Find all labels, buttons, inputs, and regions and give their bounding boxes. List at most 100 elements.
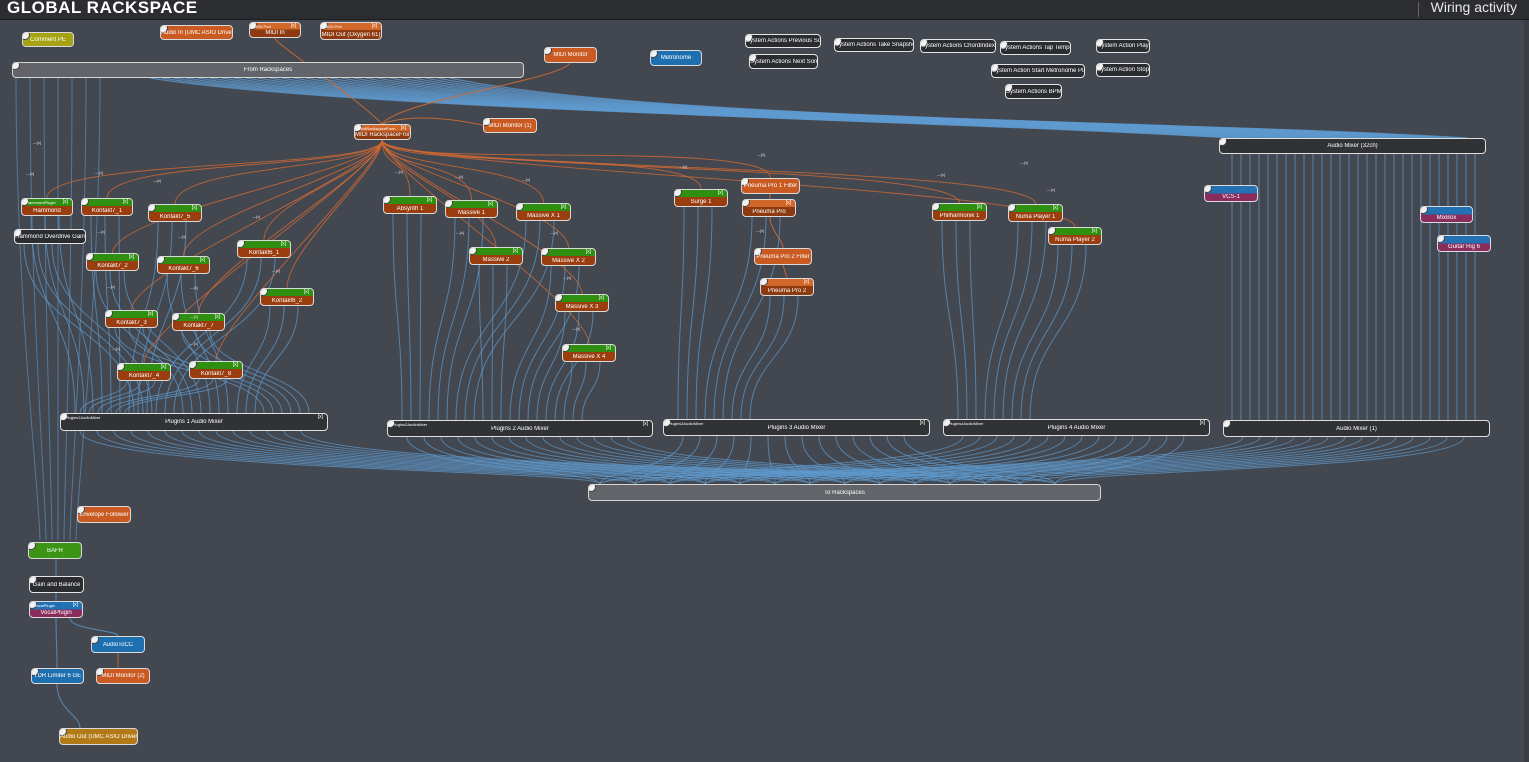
audio-out-block[interactable]: Audio Out (UMC ASIO Driver) xyxy=(59,728,138,745)
block-bypass-icon[interactable]: [x] xyxy=(1052,205,1058,211)
pneuma-pro-block[interactable]: [x]Pneuma Pro xyxy=(742,199,796,217)
audio-mixer-32-block[interactable]: Audio Mixer (32ch) xyxy=(1219,138,1486,154)
block-bypass-icon[interactable]: [x] xyxy=(317,414,323,420)
midi-in-block[interactable]: MIDI Port[x]MIDI In xyxy=(249,22,301,38)
surge-block[interactable]: [x]Surge 1 xyxy=(674,189,728,207)
block-bypass-icon[interactable]: [x] xyxy=(785,200,791,206)
block-bypass-icon[interactable]: [x] xyxy=(605,345,611,351)
block-bypass-icon[interactable]: [x] xyxy=(160,364,166,370)
block-bypass-icon[interactable]: [x] xyxy=(598,295,604,301)
numa-2-block[interactable]: [x]Numa Player 2 xyxy=(1048,227,1102,245)
block-bypass-icon[interactable]: [x] xyxy=(919,420,925,426)
midi-monitor-block[interactable]: MIDI Monitor xyxy=(544,47,597,63)
midi-monitor-1-block[interactable]: MIDI Monitor (1) xyxy=(483,118,537,133)
guitar-rig-block[interactable]: Guitar Rig 6 xyxy=(1437,235,1491,252)
block-bypass-icon[interactable]: [x] xyxy=(199,257,205,263)
pneuma-pro-2-block[interactable]: [x]Pneuma Pro 2 xyxy=(760,278,814,296)
p2-mixer-block[interactable]: Plugins2AudioMixer[x]Plugins 2 Audio Mix… xyxy=(387,420,653,437)
block-bypass-icon[interactable]: [x] xyxy=(1091,228,1097,234)
block-bypass-icon[interactable]: [x] xyxy=(214,314,220,320)
wiring-activity-label: Wiring activity xyxy=(1430,0,1517,15)
to-rackspaces-block[interactable]: To Rackspaces xyxy=(588,484,1101,501)
audio-wire xyxy=(784,435,811,485)
block-bypass-icon[interactable]: [x] xyxy=(642,421,648,427)
sys-tap-block[interactable]: System Actions Tap Tempo xyxy=(1000,41,1071,55)
massive-x1-block[interactable]: [x]Massive X 1 xyxy=(516,203,571,221)
numa-1-block[interactable]: [x]Numa Player 1 xyxy=(1008,204,1063,222)
absynth-block[interactable]: [x]Absynth 1 xyxy=(383,196,437,214)
vcs-block[interactable]: VCS-1 xyxy=(1204,185,1258,202)
massive-x4-block[interactable]: [x]Massive X 4 xyxy=(562,344,616,362)
block-bypass-icon[interactable]: [x] xyxy=(426,197,432,203)
k7-2-block[interactable]: [x]Kontakt7_2 xyxy=(86,253,139,271)
block-bypass-icon[interactable]: [x] xyxy=(1199,420,1205,426)
mixbox-block[interactable]: MixBox xyxy=(1420,206,1473,223)
from-rackspaces-block[interactable]: From Rackspaces xyxy=(12,62,524,78)
sys-bpm-block[interactable]: System Actions BPM xyxy=(1005,84,1062,99)
block-bypass-icon[interactable]: [x] xyxy=(400,125,406,131)
sys-stop-block[interactable]: System Action Stop xyxy=(1096,63,1150,77)
philharmonik-block[interactable]: [x]Philharmonik 1 xyxy=(932,203,987,221)
k6-2-block[interactable]: [x]Kontakt6_2 xyxy=(260,288,314,306)
block-bypass-icon[interactable]: [x] xyxy=(128,254,134,260)
p3-mixer-block[interactable]: Plugins3AudioMixer[x]Plugins 3 Audio Mix… xyxy=(663,419,930,436)
tdr-block[interactable]: TDR Limiter 6 GE xyxy=(31,668,84,684)
p1-mixer-block[interactable]: Plugins1AudioMixer[x]Plugins 1 Audio Mix… xyxy=(60,413,328,431)
sys-metro-block[interactable]: System Action Start Metronome Play xyxy=(991,64,1085,78)
k7-5-block[interactable]: [x]Kontakt7_5 xyxy=(148,204,202,222)
vocal-block[interactable]: VocalPlugin[x]VocalPlugin xyxy=(29,601,83,618)
k7-6-block[interactable]: [x]Kontakt7_6 xyxy=(157,256,210,274)
envelope-block[interactable]: Envelope Follower xyxy=(77,506,131,523)
k7-1-block[interactable]: [x]Kontakt7_1 xyxy=(81,198,133,216)
pneuma-filter-2-block[interactable]: Pneuma Pro 2 Filter xyxy=(754,248,812,265)
k7-3-block[interactable]: [x]Kontakt7_3 xyxy=(105,310,158,328)
p4-mixer-block[interactable]: Plugins4AudioMixer[x]Plugins 4 Audio Mix… xyxy=(943,419,1210,436)
k6-1-block[interactable]: [x]Kontakt6_1 xyxy=(237,240,291,258)
bafr-block[interactable]: BAFR xyxy=(28,542,82,559)
block-bypass-icon[interactable]: [x] xyxy=(147,311,153,317)
block-bypass-icon[interactable]: [x] xyxy=(487,201,493,207)
block-bypass-icon[interactable]: [x] xyxy=(371,23,377,29)
block-bypass-icon[interactable]: [x] xyxy=(232,362,238,368)
midi-out-block[interactable]: MIDI Port[x]MIDI Out (Oxygen 61) xyxy=(320,22,382,40)
audio-in-block[interactable]: Audio In (UMC ASIO Driver) xyxy=(160,25,233,40)
comment-block[interactable]: Comment PE xyxy=(22,32,74,47)
block-bypass-icon[interactable]: [x] xyxy=(512,248,518,254)
block-bypass-icon[interactable]: [x] xyxy=(122,199,128,205)
k7-7-block[interactable]: [x]Kontakt7_7 xyxy=(172,313,225,331)
midi-monitor-2-block[interactable]: MIDI Monitor (2) xyxy=(96,668,150,684)
k7-8-block[interactable]: [x]Kontakt7_8 xyxy=(189,361,243,379)
sys-play-block[interactable]: System Action Play xyxy=(1096,39,1150,53)
audio-wire xyxy=(195,330,301,414)
block-bypass-icon[interactable]: [x] xyxy=(717,190,723,196)
block-bypass-icon[interactable]: [x] xyxy=(803,279,809,285)
pneuma-filter-1-block[interactable]: Pneuma Pro 1 Filter xyxy=(741,178,800,194)
sys-prev-song-block[interactable]: System Actions Previous Song xyxy=(745,34,821,48)
wire-connection-marker: —[x] xyxy=(679,164,688,169)
massive-x2-block[interactable]: [x]Massive X 2 xyxy=(541,248,596,266)
hammond-drive-block[interactable]: Hammond Overdrive Gain xyxy=(14,229,86,244)
block-bypass-icon[interactable]: [x] xyxy=(72,602,78,608)
hammond-block[interactable]: HammondPlugin[x]Hammond xyxy=(21,198,73,216)
gain-balance-block[interactable]: Gain and Balance xyxy=(29,576,84,593)
block-bypass-icon[interactable]: [x] xyxy=(585,249,591,255)
sys-snapshot-block[interactable]: System Actions Take Snapshot xyxy=(834,38,914,52)
k7-4-block[interactable]: [x]Kontakt7_4 xyxy=(117,363,171,381)
vertical-scrollbar[interactable] xyxy=(1524,20,1529,762)
block-bypass-icon[interactable]: [x] xyxy=(280,241,286,247)
block-bypass-icon[interactable]: [x] xyxy=(62,199,68,205)
audio-to-cc-block[interactable]: AudioToCC xyxy=(91,636,145,653)
massive-x3-block[interactable]: [x]Massive X 3 xyxy=(555,294,609,312)
sys-next-song-block[interactable]: System Actions Next Song xyxy=(749,54,818,69)
massive-1-block[interactable]: [x]Massive 1 xyxy=(445,200,498,218)
midi-rackspace-block[interactable]: MidiRackspaceFrom[x]MIDI RackspaceFrom xyxy=(354,124,411,140)
block-bypass-icon[interactable]: [x] xyxy=(976,204,982,210)
massive-2-block[interactable]: [x]Massive 2 xyxy=(469,247,523,265)
block-bypass-icon[interactable]: [x] xyxy=(303,289,309,295)
block-bypass-icon[interactable]: [x] xyxy=(191,205,197,211)
audio-mixer-1-block[interactable]: Audio Mixer (1) xyxy=(1223,420,1490,437)
metronome-block[interactable]: Metronome xyxy=(650,50,702,66)
block-bypass-icon[interactable]: [x] xyxy=(560,204,566,210)
sys-chord-block[interactable]: System Actions ChordIndex xyxy=(920,39,996,53)
block-bypass-icon[interactable]: [x] xyxy=(290,23,296,29)
